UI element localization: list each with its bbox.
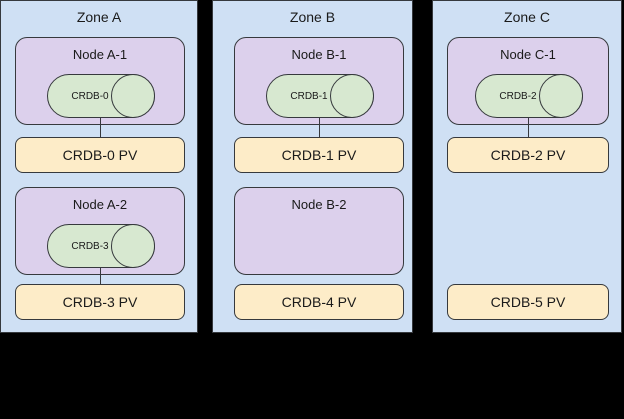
pv-label-crdb-2: CRDB-2 PV [490, 147, 566, 163]
pv-label-crdb-5: CRDB-5 PV [490, 294, 566, 310]
node-container-b-2[interactable]: Node B-2 [234, 187, 404, 275]
pv-box-crdb-0[interactable]: CRDB-0 PV [15, 137, 185, 173]
node-title-c-1: Node C-1 [500, 47, 556, 62]
connector-crdb-1-to-pv [319, 117, 320, 139]
database-cylinder-crdb-0[interactable]: CRDB-0 [47, 74, 155, 118]
cylinder-icon [475, 74, 583, 118]
connector-crdb-3-to-pv [100, 267, 101, 289]
node-container-b-1[interactable]: Node B-1 CRDB-1 [234, 37, 404, 125]
zone-title-b: Zone B [289, 9, 336, 25]
connector-crdb-2-to-pv [528, 117, 529, 139]
node-title-b-1: Node B-1 [291, 47, 347, 62]
pv-label-crdb-1: CRDB-1 PV [281, 147, 357, 163]
node-container-c-1[interactable]: Node C-1 CRDB-2 [447, 37, 609, 125]
cylinder-icon [47, 74, 155, 118]
node-title-b-2: Node B-2 [291, 197, 347, 212]
pv-box-crdb-2[interactable]: CRDB-2 PV [447, 137, 609, 173]
database-cylinder-crdb-3[interactable]: CRDB-3 [47, 224, 155, 268]
pv-label-crdb-3: CRDB-3 PV [62, 294, 138, 310]
database-cylinder-crdb-1[interactable]: CRDB-1 [266, 74, 374, 118]
zone-container-c: Zone C Node C-1 CRDB-2 CRDB-2 PV CRDB-5 … [432, 0, 622, 333]
pv-label-crdb-0: CRDB-0 PV [62, 147, 138, 163]
node-container-a-1[interactable]: Node A-1 CRDB-0 [15, 37, 185, 125]
pv-box-crdb-3[interactable]: CRDB-3 PV [15, 284, 185, 320]
zone-title-a: Zone A [76, 9, 122, 25]
pv-box-crdb-4[interactable]: CRDB-4 PV [234, 284, 404, 320]
zone-container-a: Zone A Node A-1 CRDB-0 CRDB-0 PV Node A-… [0, 0, 198, 333]
node-container-a-2[interactable]: Node A-2 CRDB-3 [15, 187, 185, 275]
cylinder-icon [266, 74, 374, 118]
pv-label-crdb-4: CRDB-4 PV [281, 294, 357, 310]
cylinder-icon [47, 224, 155, 268]
database-cylinder-crdb-2[interactable]: CRDB-2 [475, 74, 583, 118]
zone-container-b: Zone B Node B-1 CRDB-1 CRDB-1 PV Node B-… [212, 0, 413, 333]
pv-box-crdb-5[interactable]: CRDB-5 PV [447, 284, 609, 320]
zone-title-c: Zone C [504, 9, 550, 25]
pv-box-crdb-1[interactable]: CRDB-1 PV [234, 137, 404, 173]
node-title-a-2: Node A-2 [72, 197, 128, 212]
connector-crdb-0-to-pv [100, 117, 101, 139]
node-title-a-1: Node A-1 [72, 47, 128, 62]
